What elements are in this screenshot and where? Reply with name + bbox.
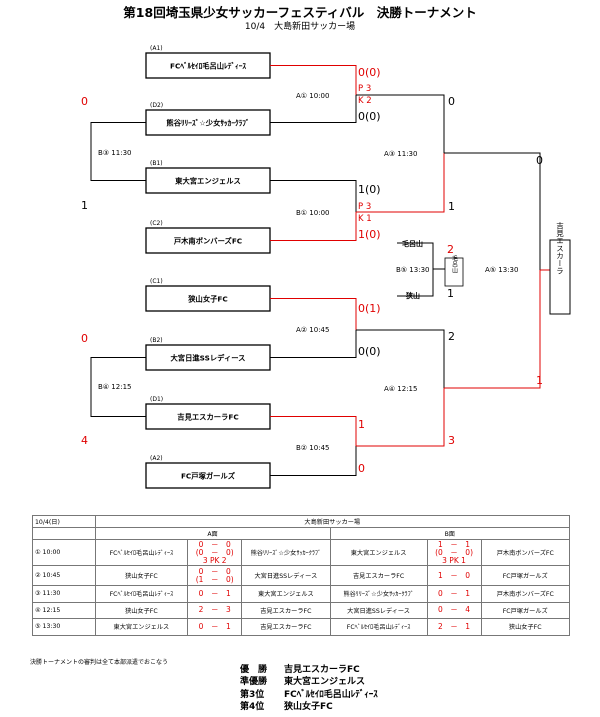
- score-a4-top: 2: [448, 330, 455, 343]
- score-a5-bottom: 1: [536, 374, 543, 387]
- team-code: (A2): [150, 455, 163, 462]
- court-b-header: B面: [329, 527, 571, 540]
- standing-team: 狭山女子FC: [284, 701, 333, 712]
- standing-team: 吉見エスカーラFC: [284, 665, 360, 675]
- score-cell: 1 － 0: [426, 565, 482, 586]
- match-a2-label: A② 10:45: [296, 326, 329, 334]
- third-place-box-label: 毛呂山: [451, 254, 458, 274]
- score-b3-top: 0: [81, 95, 88, 108]
- team-code: (B2): [150, 337, 163, 344]
- standing-rank: 第3位: [240, 689, 265, 700]
- team-code: (C2): [150, 220, 163, 227]
- standing-rank: 優 勝: [240, 665, 268, 675]
- team-code: (C1): [150, 278, 163, 285]
- standing-row: 第4位 狭山女子FC: [240, 701, 378, 713]
- score-b5-bottom: 1: [447, 287, 454, 300]
- standing-row: 第3位 FCﾍﾞﾙｾｲﾛ毛呂山ﾚﾃﾞｨｰｽ: [240, 689, 378, 701]
- team-code: (D1): [150, 396, 163, 403]
- score-b1-pk-top: P 3: [358, 202, 371, 212]
- score-a3-top: 0: [448, 95, 455, 108]
- b5-team-top: 毛呂山: [402, 239, 423, 248]
- b5-team-bottom: 狭山: [405, 291, 420, 300]
- standing-row: 優 勝 吉見エスカーラFC: [240, 664, 378, 676]
- score-cell: 0 － 0(0 － 0)3 PK 2: [187, 539, 243, 566]
- standing-team: FCﾍﾞﾙｾｲﾛ毛呂山ﾚﾃﾞｨｰｽ: [284, 689, 378, 700]
- score-b1-pk-bottom: K 1: [358, 214, 372, 224]
- team-code: (A1): [150, 45, 163, 52]
- match-b2-label: B② 10:45: [296, 444, 329, 452]
- team-name: FCﾍﾞﾙｾｲﾛ毛呂山ﾚﾃﾞｨｰｽ: [170, 62, 246, 71]
- score-cell: 0 － 0(1 － 0): [187, 565, 243, 586]
- team-name: 熊谷ﾘﾘｰｽﾞ☆少女ｻｯｶｰｸﾗﾌﾞ: [166, 119, 249, 128]
- score-b1-top: 1(0): [358, 183, 381, 196]
- score-a1-pk-top: P 3: [358, 84, 371, 94]
- results-venue: 大島新田サッカー場: [94, 515, 571, 528]
- score-b3-bottom: 1: [81, 199, 88, 212]
- score-a4-bottom: 3: [448, 434, 455, 447]
- tournament-bracket: 吉見エスカーラ 毛呂山 (A1) FCﾍﾞﾙｾｲﾛ毛呂山ﾚﾃﾞｨｰｽ (D2) 熊谷ﾘ…: [81, 45, 571, 489]
- standing-row: 準優勝 東大宮エンジェルス: [240, 676, 378, 688]
- score-b2-top: 1: [358, 418, 365, 431]
- team-name: 戸木南ボンバーズFC: [173, 237, 242, 246]
- standing-rank: 準優勝: [240, 677, 268, 688]
- match-b1-label: B① 10:00: [296, 209, 329, 217]
- match-b4-label: B④ 12:15: [98, 383, 131, 391]
- score-a1-top: 0(0): [358, 66, 381, 79]
- team-name: 大宮日進SSレディース: [171, 354, 246, 363]
- champion-name: 吉見エスカーラ: [555, 221, 564, 274]
- team-code: (D2): [150, 102, 163, 109]
- score-a1-bottom: 0(0): [358, 110, 381, 123]
- team-name: 狭山女子FC: [187, 295, 228, 304]
- match-a3-label: A③ 11:30: [384, 150, 417, 158]
- match-time: ② 10:45: [32, 565, 96, 586]
- score-cell: 0 － 1: [187, 618, 243, 636]
- standing-team: 東大宮エンジェルス: [284, 677, 366, 688]
- match-time: ③ 11:30: [32, 585, 96, 603]
- score-a2-top: 0(1): [358, 302, 381, 315]
- score-a5-top: 0: [536, 154, 543, 167]
- team-code: (B1): [150, 160, 163, 167]
- page-subtitle: 10/4 大島新田サッカー場: [244, 22, 356, 32]
- score-cell: 0 － 1: [426, 585, 482, 603]
- score-cell: 2 － 1: [426, 618, 482, 636]
- score-cell: 1 － 1(0 － 0)3 PK 1: [426, 539, 482, 566]
- team-name: 吉見エスカーラFC: [177, 413, 238, 422]
- score-cell: 0 － 4: [426, 601, 482, 619]
- score-a3-bottom: 1: [448, 200, 455, 213]
- score-a2-bottom: 0(0): [358, 345, 381, 358]
- score-cell: 2 － 3: [187, 601, 243, 619]
- court-a-header: A面: [94, 527, 331, 540]
- third-place-box: [444, 257, 464, 287]
- team-name: 東大宮エンジェルス: [175, 177, 241, 186]
- results-date: 10/4(日): [32, 515, 96, 528]
- score-b2-bottom: 0: [358, 462, 365, 475]
- page-title: 第18回埼玉県少女サッカーフェスティバル 決勝トーナメント: [123, 5, 477, 20]
- match-b5-label: B⑤ 13:30: [396, 266, 429, 274]
- standing-rank: 第4位: [240, 701, 265, 712]
- match-time: ④ 12:15: [32, 601, 96, 619]
- team-name: FC戸塚ガールズ: [181, 472, 236, 481]
- match-b3-label: B③ 11:30: [98, 149, 131, 157]
- score-cell: 0 － 1: [187, 585, 243, 603]
- score-b4-top: 0: [81, 332, 88, 345]
- match-time: ① 10:00: [32, 539, 96, 566]
- match-a4-label: A④ 12:15: [384, 385, 417, 393]
- match-a5-label: A⑤ 13:30: [485, 266, 518, 274]
- score-b4-bottom: 4: [81, 434, 88, 447]
- match-time: ⑤ 13:30: [32, 618, 96, 636]
- champion-box: [549, 239, 571, 315]
- referee-note: 決勝トーナメントの審判は全て本部派遣でおこなう: [30, 659, 169, 666]
- score-a1-pk-bottom: K 2: [358, 96, 372, 106]
- score-b1-bottom: 1(0): [358, 228, 381, 241]
- match-a1-label: A① 10:00: [296, 92, 329, 100]
- score-b5-top: 2: [447, 243, 454, 256]
